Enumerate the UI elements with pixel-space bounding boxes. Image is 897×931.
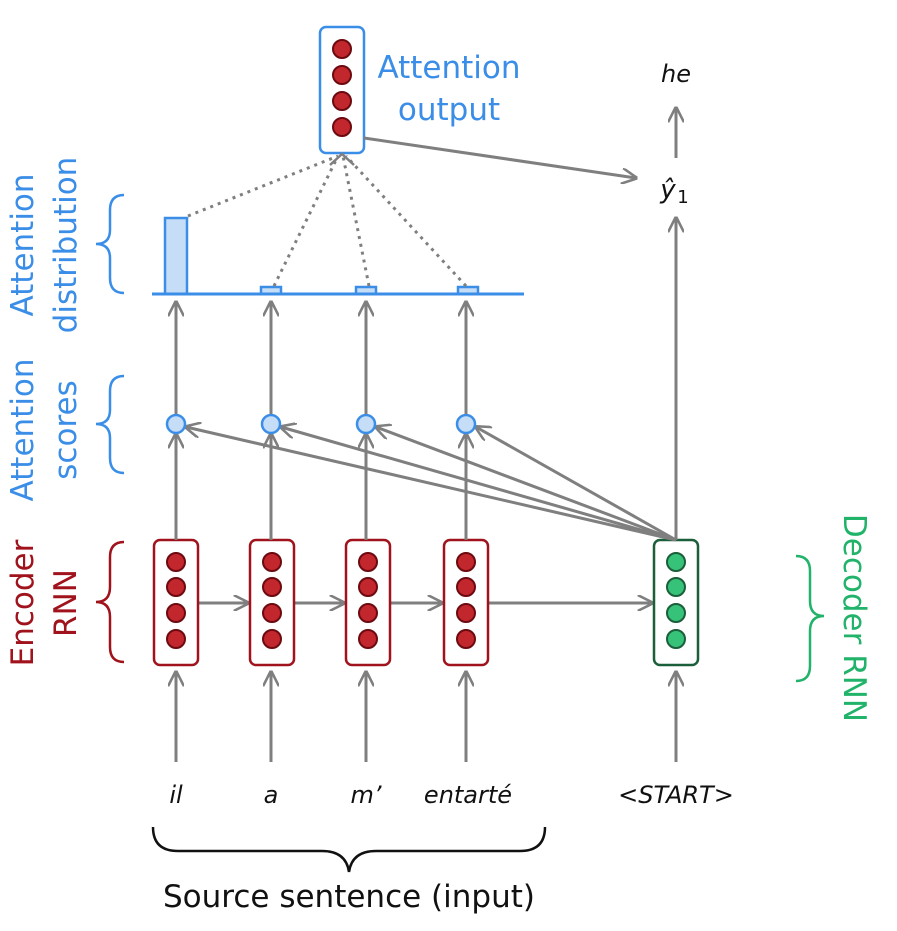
attention-scores-label-line1: Attention [5,358,41,501]
encoder-cells [152,538,490,667]
output-yhat-symbol: ŷ [659,175,676,205]
attention-output-label-line2: output [398,92,500,128]
encoder-rnn-brace [95,540,125,664]
encoder-cell-1 [248,538,296,667]
encoder-cell-2 [344,538,392,667]
input-arrows [176,672,676,762]
attention-distribution-label: Attention distribution [5,157,84,334]
attention-output-to-yhat-arrow [363,136,636,178]
output-yhat-subscript: 1 [677,187,688,208]
attention-distribution-bars [163,216,480,296]
attention-score-2 [355,413,377,435]
attention-output-arrowhead [329,152,355,166]
attention-score-1 [260,413,282,435]
attention-distribution-brace [95,193,125,295]
encoder-cell-0 [152,538,200,667]
decoder-cell [652,538,700,667]
attention-output-label-line1: Attention [377,50,520,86]
source-sentence-label: Source sentence (input) [163,879,535,915]
attention-distribution-label-line1: Attention [5,173,41,316]
decoder-rnn-label: Decoder RNN [836,514,872,722]
decoder-to-score-arrows [186,427,677,542]
attention-score-0 [165,413,187,435]
attention-scores-label: Attention scores [5,358,84,501]
output-yhat: ŷ 1 [659,175,688,208]
decoder-input-word: <START> [618,781,734,809]
encoder-cell-3 [442,538,490,667]
attention-scores-brace [95,374,125,475]
attention-distribution-bar-0 [163,216,189,296]
score-to-distribution-arrows [176,302,466,414]
source-word-1: a [264,781,279,809]
attention-output-cell [318,25,366,155]
encoder-to-score-arrows [176,434,466,540]
attention-scores [165,413,477,435]
source-words: il a m’ entarté <START> [169,781,734,809]
attention-score-3 [455,413,477,435]
source-word-2: m’ [350,781,381,809]
source-word-0: il [169,781,183,809]
source-sentence-brace [151,826,547,873]
encoder-rnn-label-line1: Encoder [5,539,41,666]
encoder-rnn-label-line2: RNN [48,569,84,637]
attention-scores-label-line2: scores [48,380,84,479]
attention-weighted-sum-lines [187,154,468,288]
decoder-rnn-label-text: Decoder RNN [836,514,872,722]
source-word-3: entarté [424,781,512,809]
attention-distribution-label-line2: distribution [48,157,84,334]
encoder-rnn-label: Encoder RNN [5,539,84,666]
decoder-rnn-brace [795,554,825,683]
output-word: he [661,60,691,88]
